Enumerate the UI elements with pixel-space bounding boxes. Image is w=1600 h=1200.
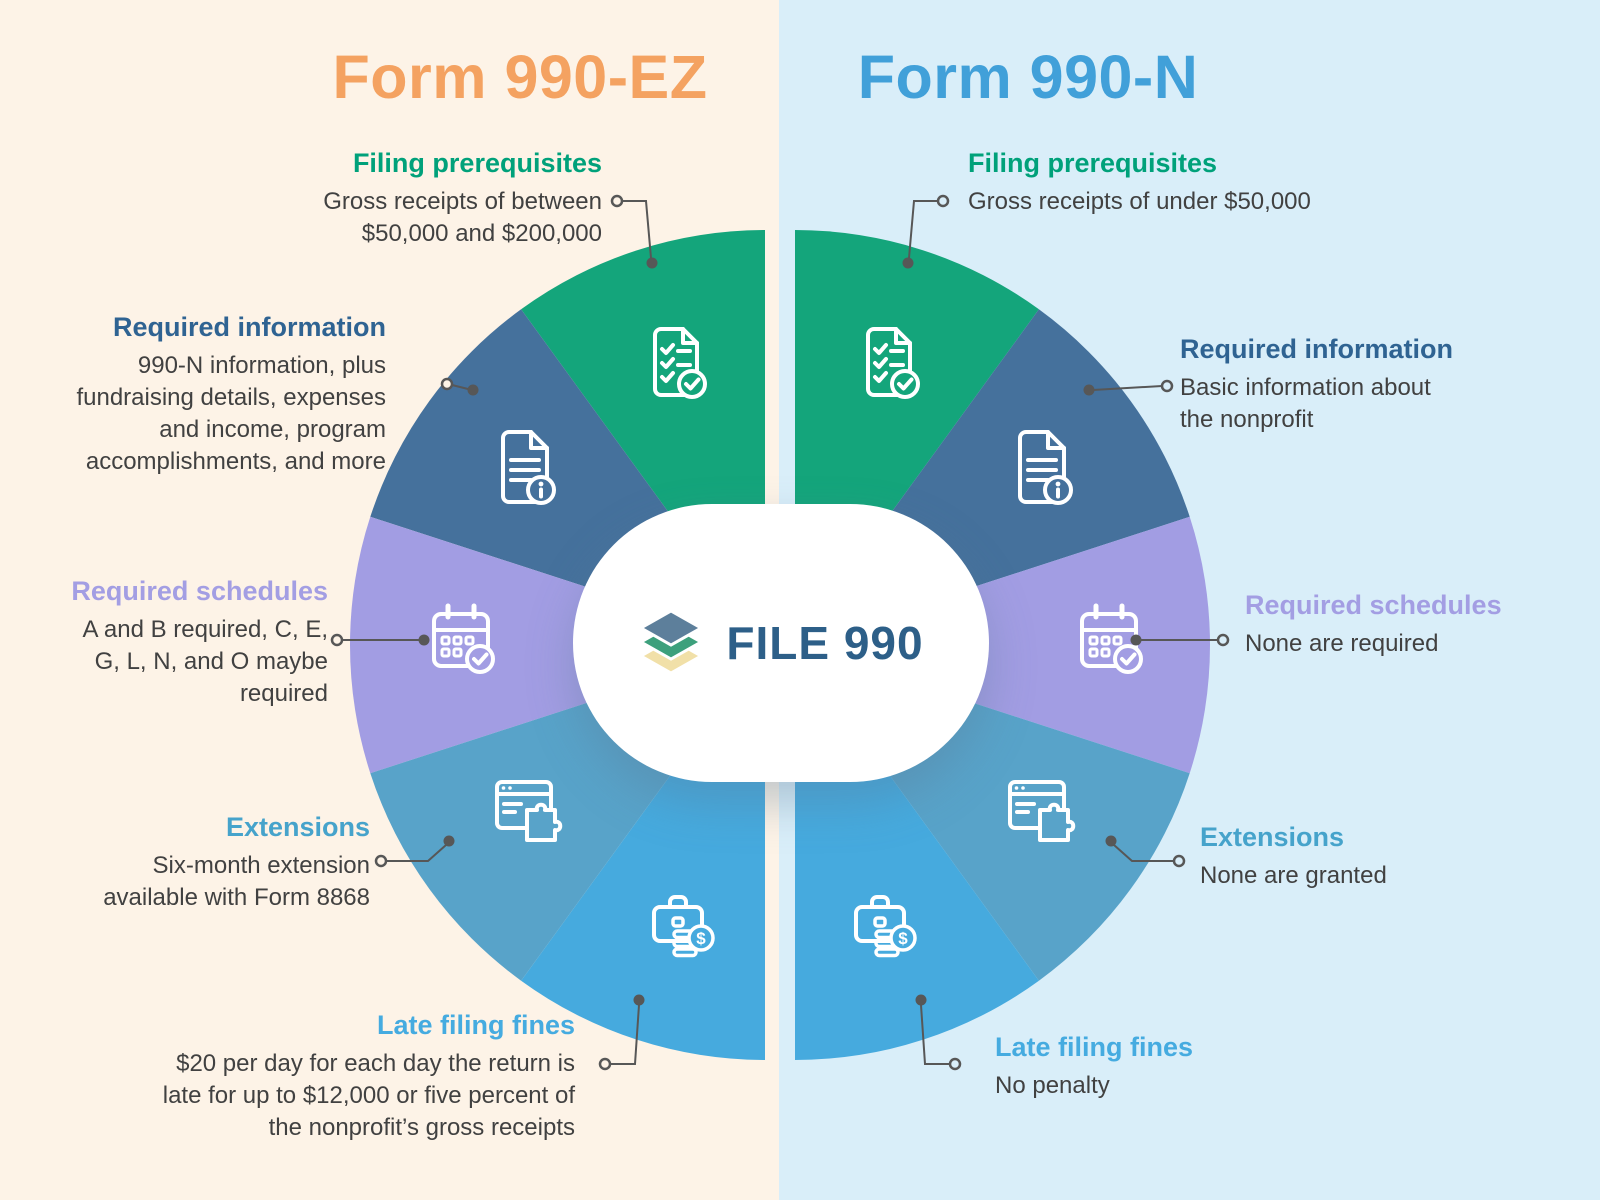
section-990n-required-schedules: Required schedules None are required: [1245, 590, 1555, 660]
connector-ez-filing-prerequisites: [610, 194, 658, 269]
form-990n-title: Form 990-N: [857, 43, 1199, 111]
layered-stack-icon: [638, 609, 705, 675]
section-heading: Filing prerequisites: [968, 148, 1218, 178]
section-heading: Extensions: [225, 812, 370, 842]
section-heading: Required schedules: [1245, 590, 1502, 620]
connector-n-required-information: [1083, 379, 1174, 396]
section-body: None are granted: [1200, 862, 1387, 890]
section-body: No penalty: [995, 1072, 1110, 1100]
connector-ez-required-information: [440, 377, 479, 396]
section-heading: Filing prerequisites: [352, 148, 602, 178]
connector-ez-late-filing-fines: [598, 994, 645, 1071]
section-990ez-late-filing-fines: Late filing fines $20 per day for each d…: [95, 1010, 575, 1144]
connector-n-filing-prerequisites: [902, 194, 950, 269]
connector-ez-required-schedules: [330, 633, 430, 647]
section-990n-filing-prerequisites: Filing prerequisites Gross receipts of u…: [968, 148, 1388, 218]
section-heading: Late filing fines: [995, 1032, 1194, 1062]
file990-logo-card: FILE 990: [573, 504, 989, 782]
section-heading: Required information: [1180, 334, 1454, 364]
section-body: 990-N information, plus fundraising deta…: [76, 352, 386, 475]
wedge-n-required-schedules: [795, 516, 1210, 774]
connector-n-required-schedules: [1130, 633, 1230, 647]
section-body: Basic information about the nonprofit: [1180, 374, 1431, 433]
section-body: Gross receipts of under $50,000: [968, 188, 1311, 216]
section-heading: Late filing fines: [376, 1010, 575, 1040]
section-body: None are required: [1245, 630, 1439, 658]
section-heading: Required information: [112, 312, 386, 342]
connector-n-late-filing-fines: [915, 994, 962, 1071]
form-990ez-title: Form 990-EZ: [332, 43, 708, 111]
file990-logo-text: FILE 990: [726, 617, 924, 669]
section-990n-late-filing-fines: Late filing fines No penalty: [995, 1032, 1295, 1102]
section-990n-required-information: Required information Basic information a…: [1180, 334, 1520, 436]
section-body: Gross receipts of between $50,000 and $2…: [323, 188, 602, 247]
section-body: $20 per day for each day the return is l…: [162, 1050, 575, 1141]
section-body: A and B required, C, E, G, L, N, and O m…: [82, 616, 328, 707]
connector-n-extensions: [1105, 835, 1186, 868]
section-990ez-required-information: Required information 990-N information, …: [38, 312, 386, 478]
section-990ez-required-schedules: Required schedules A and B required, C, …: [28, 576, 328, 710]
section-body: Six-month extension available with Form …: [103, 852, 370, 911]
section-heading: Required schedules: [71, 576, 328, 606]
section-990n-extensions: Extensions None are granted: [1200, 822, 1480, 892]
section-heading: Extensions: [1200, 822, 1345, 852]
section-990ez-filing-prerequisites: Filing prerequisites Gross receipts of b…: [230, 148, 602, 250]
connector-ez-extensions: [374, 835, 455, 868]
wedge-ez-required-schedules: [350, 516, 765, 774]
section-990ez-extensions: Extensions Six-month extension available…: [58, 812, 370, 914]
